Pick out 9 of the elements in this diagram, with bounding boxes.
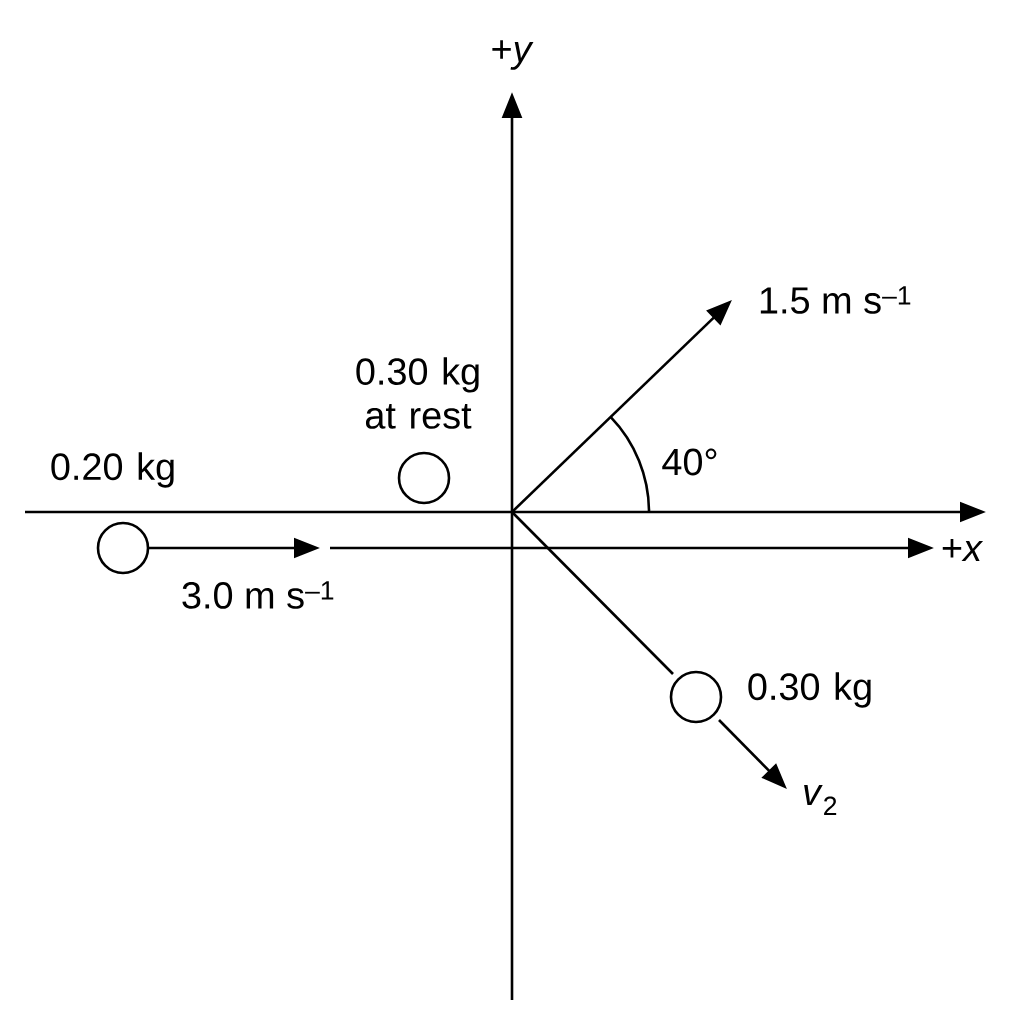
mass-label: 0.30 kg at rest	[356, 357, 479, 429]
axis-label: +x	[942, 539, 984, 561]
velocity-label: 1.5 m s$^{–1}$	[760, 286, 911, 314]
mass-label: 0.20 kg	[51, 452, 174, 488]
velocity-label: v$_{2}$	[804, 785, 837, 815]
velocity-label: 3.0 m s$^{–1}$	[182, 581, 334, 609]
mass-label: 0.30 kg	[748, 672, 871, 708]
angle-label: 40°	[662, 448, 717, 476]
axis-label: +y	[492, 40, 534, 70]
